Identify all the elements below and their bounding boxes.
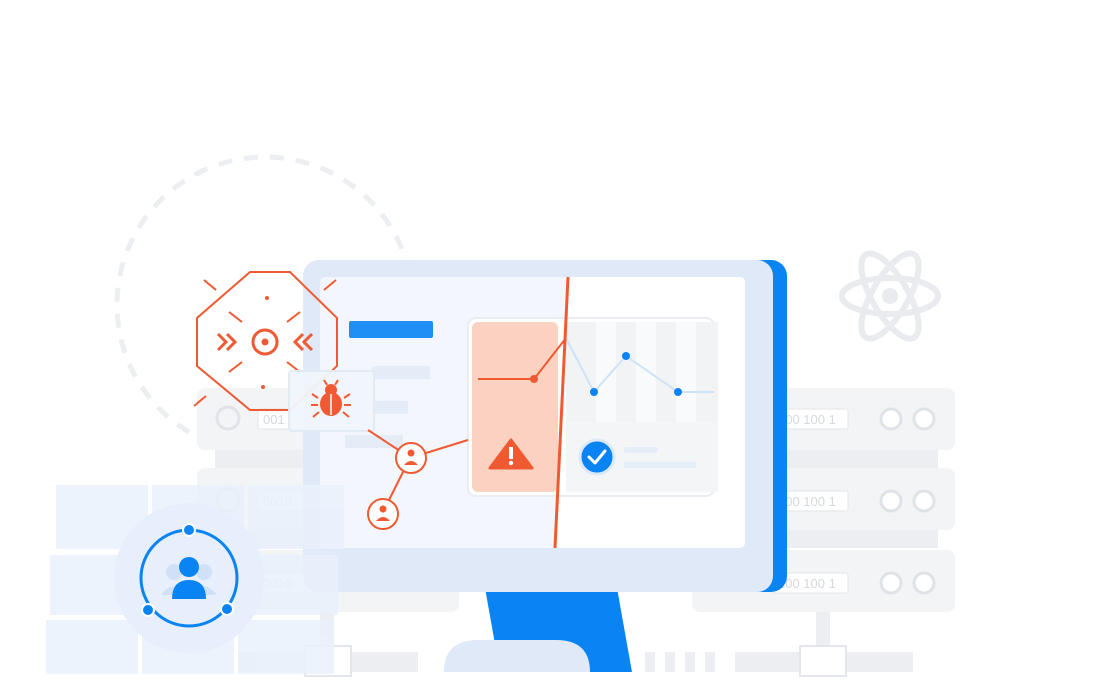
- rack-code-left-1: 001: [263, 412, 285, 427]
- user-group-network-icon: [114, 503, 264, 653]
- bug-card: [288, 370, 375, 432]
- checkmark-circle-icon: [578, 438, 616, 476]
- user-node-icon: [395, 442, 427, 474]
- rack-code-right-2: 100 100 1: [778, 494, 836, 509]
- rack-code-right-3: 100 100 1: [778, 576, 836, 591]
- bug-icon: [311, 379, 351, 418]
- screen-content-left: [345, 321, 433, 448]
- monitor-stand: [444, 588, 632, 672]
- scan-chart-card: [467, 317, 718, 497]
- scan-line: [553, 276, 570, 549]
- atom-icon: [839, 250, 941, 342]
- user-node-icon: [367, 498, 399, 530]
- warning-triangle-icon: [488, 438, 534, 470]
- user-node-network: [367, 429, 469, 530]
- rack-code-right-1: 100 100 1: [778, 412, 836, 427]
